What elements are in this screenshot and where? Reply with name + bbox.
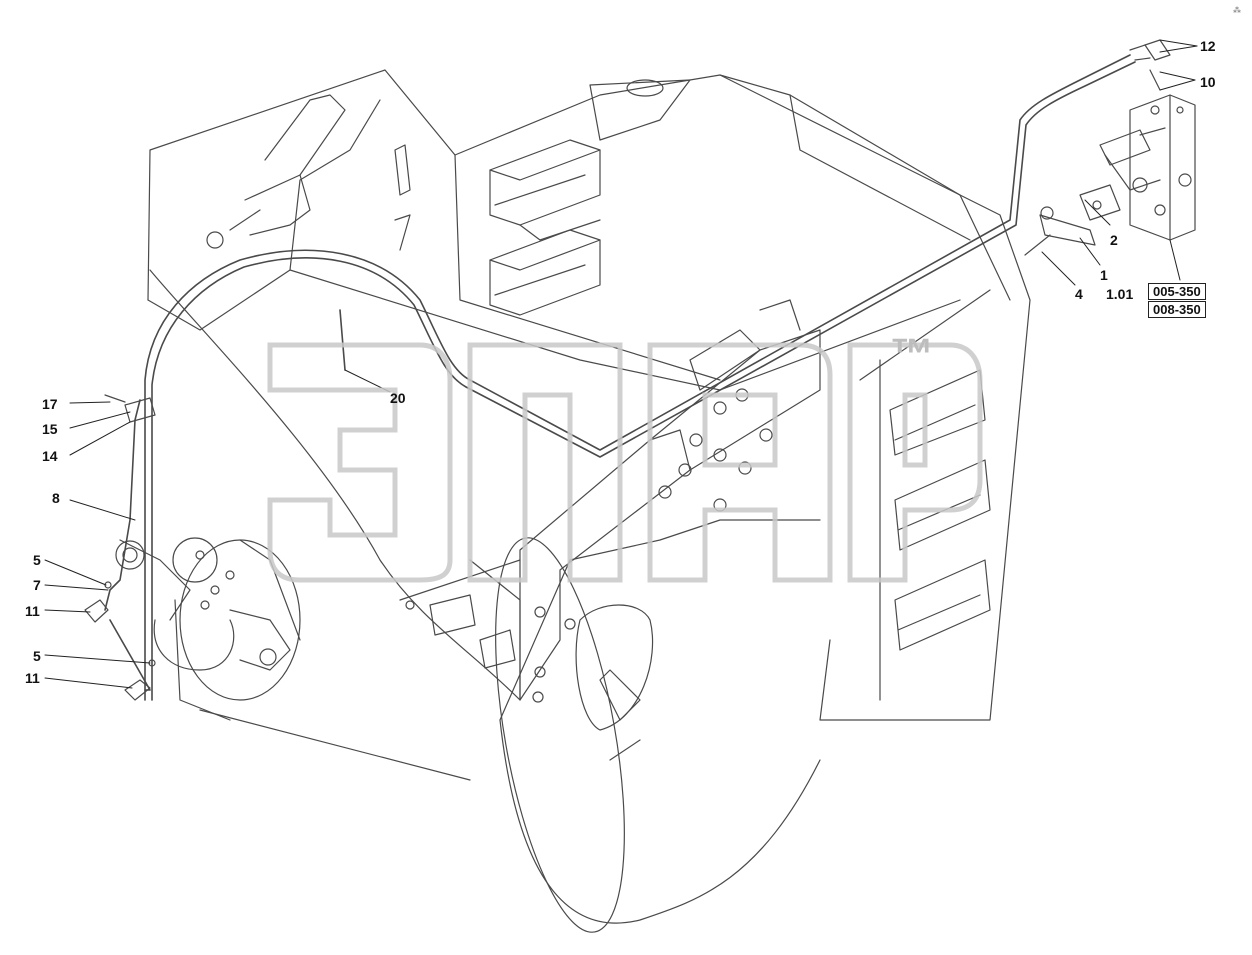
callout-15: 15 — [42, 421, 58, 437]
callout-5-lower: 5 — [33, 648, 41, 664]
callout-2: 2 — [1110, 232, 1118, 248]
leader-lines — [44, 39, 1198, 689]
callout-11-lower: 11 — [25, 670, 40, 686]
yoke — [399, 299, 821, 703]
callout-4: 4 — [1075, 286, 1083, 302]
callout-1: 1 — [1100, 267, 1108, 283]
hydraulic-lines — [104, 54, 1136, 701]
reference-link-008-350[interactable]: 008-350 — [1148, 301, 1206, 318]
drive-motor — [115, 537, 291, 671]
callout-11-upper: 11 — [25, 603, 40, 619]
callout-17: 17 — [42, 396, 58, 412]
callout-8: 8 — [52, 490, 60, 506]
valve-block — [1024, 39, 1196, 256]
callout-20: 20 — [390, 390, 406, 406]
callout-1-01: 1.01 — [1106, 286, 1134, 302]
trademark-symbol: ™ — [890, 330, 934, 379]
callout-7: 7 — [33, 577, 41, 593]
corner-mark: ⁂ — [1233, 6, 1241, 15]
reference-link-005-350[interactable]: 005-350 — [1148, 283, 1206, 300]
callout-10: 10 — [1200, 74, 1216, 90]
watermark-logo — [267, 342, 983, 583]
callout-12: 12 — [1200, 38, 1216, 54]
machine-frame — [147, 69, 1031, 721]
handrail — [206, 94, 411, 251]
callout-14: 14 — [42, 448, 58, 464]
callout-5-upper: 5 — [33, 552, 41, 568]
drum — [149, 269, 821, 933]
